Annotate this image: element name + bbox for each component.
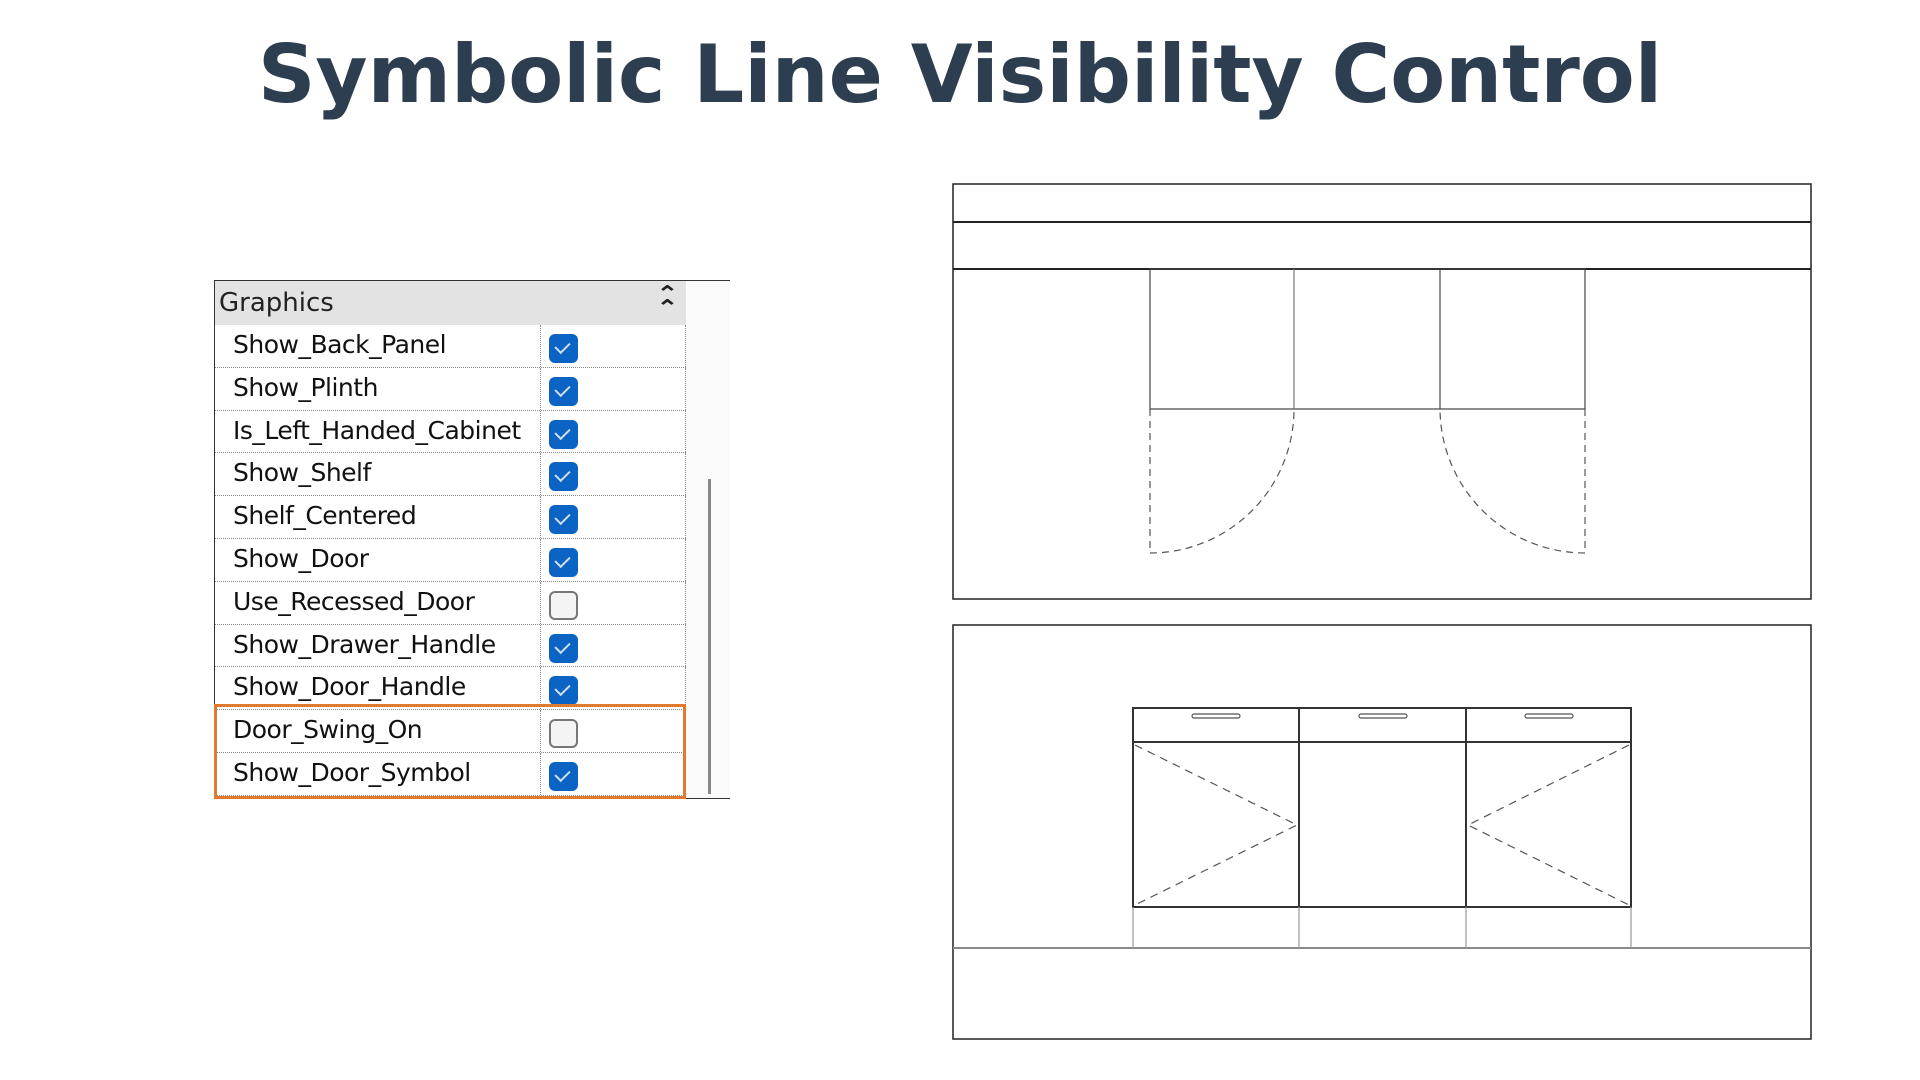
column-divider bbox=[685, 667, 686, 710]
column-divider bbox=[540, 496, 541, 538]
column-divider bbox=[540, 367, 541, 410]
column-divider bbox=[685, 538, 686, 581]
cabinet-elevation bbox=[1132, 707, 1632, 908]
parameter-row: Show_Door bbox=[215, 538, 686, 582]
drawer-handles bbox=[1191, 713, 1574, 719]
column-divider bbox=[685, 367, 686, 410]
parameter-row: Use_Recessed_Door bbox=[215, 581, 686, 625]
checked-checkbox[interactable] bbox=[549, 505, 578, 535]
checked-checkbox[interactable] bbox=[549, 547, 578, 577]
checked-checkbox[interactable] bbox=[549, 676, 578, 706]
elevation-view bbox=[952, 624, 1812, 1040]
column-divider bbox=[685, 496, 686, 538]
elevation-frame bbox=[952, 624, 1812, 1040]
plinth bbox=[1132, 907, 1632, 948]
column-divider bbox=[685, 410, 686, 453]
parameter-row: Show_Door_Handle bbox=[215, 667, 686, 711]
parameter-row: Is_Left_Handed_Cabinet bbox=[215, 410, 686, 454]
parameter-row: Show_Drawer_Handle bbox=[215, 624, 686, 668]
unchecked-checkbox[interactable] bbox=[549, 590, 578, 620]
checked-checkbox[interactable] bbox=[549, 376, 578, 406]
parameter-label: Show_Door bbox=[233, 543, 369, 573]
checked-checkbox[interactable] bbox=[549, 334, 578, 363]
parameter-row: Show_Back_Panel bbox=[215, 325, 686, 368]
column-divider bbox=[540, 710, 541, 752]
column-divider bbox=[685, 624, 686, 667]
parameter-label: Show_Shelf bbox=[233, 458, 371, 488]
column-divider bbox=[540, 667, 541, 710]
parameter-label: Shelf_Centered bbox=[233, 501, 417, 531]
column-divider bbox=[540, 581, 541, 624]
column-divider bbox=[540, 410, 541, 453]
parameter-label: Use_Recessed_Door bbox=[233, 586, 475, 616]
door-opening-symbol bbox=[1134, 744, 1630, 906]
column-divider bbox=[540, 453, 541, 496]
parameter-row: Show_Door_Symbol bbox=[215, 752, 686, 796]
parameter-label: Show_Plinth bbox=[233, 372, 378, 402]
checked-checkbox[interactable] bbox=[549, 419, 578, 449]
parameter-label: Is_Left_Handed_Cabinet bbox=[233, 415, 521, 445]
parameter-row: Show_Plinth bbox=[215, 367, 686, 411]
column-divider bbox=[540, 752, 541, 795]
column-divider bbox=[685, 453, 686, 496]
column-divider bbox=[685, 581, 686, 624]
unchecked-checkbox[interactable] bbox=[549, 719, 578, 749]
cabinet-plan bbox=[1149, 268, 1586, 410]
graphics-group-header[interactable]: Graphics ⌃⌃ bbox=[215, 281, 686, 325]
column-divider bbox=[685, 325, 686, 367]
column-divider bbox=[540, 325, 541, 367]
double-chevron-up-icon[interactable]: ⌃⌃ bbox=[656, 283, 679, 319]
scrollbar-thumb[interactable] bbox=[708, 479, 711, 794]
plan-view bbox=[952, 183, 1812, 600]
checked-checkbox[interactable] bbox=[549, 633, 578, 663]
parameter-label: Show_Door_Handle bbox=[233, 672, 466, 702]
plan-frame bbox=[952, 183, 1812, 600]
parameter-row: Shelf_Centered bbox=[215, 496, 686, 539]
parameter-row: Door_Swing_On bbox=[215, 710, 686, 753]
door-swing-symbol bbox=[1149, 408, 1586, 554]
group-label: Graphics bbox=[219, 288, 334, 318]
parameter-label: Door_Swing_On bbox=[233, 715, 423, 745]
checked-checkbox[interactable] bbox=[549, 761, 578, 791]
column-divider bbox=[540, 538, 541, 581]
column-divider bbox=[540, 624, 541, 667]
parameter-row: Show_Shelf bbox=[215, 453, 686, 497]
checked-checkbox[interactable] bbox=[549, 462, 578, 492]
page-title: Symbolic Line Visibility Control bbox=[257, 28, 1663, 121]
parameter-label: Show_Back_Panel bbox=[233, 330, 447, 359]
parameter-label: Show_Drawer_Handle bbox=[233, 629, 496, 659]
parameter-label: Show_Door_Symbol bbox=[233, 757, 471, 787]
